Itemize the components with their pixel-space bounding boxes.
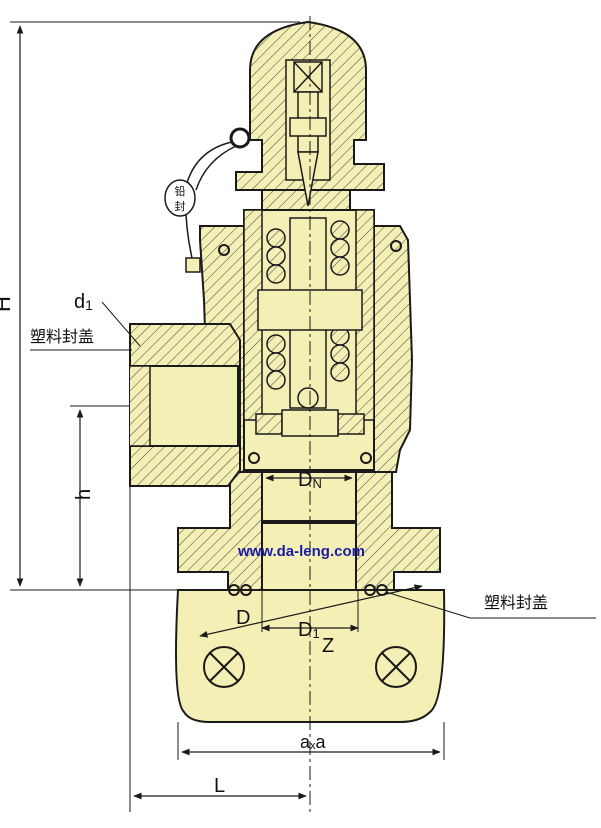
label-d1: d1 [74, 291, 93, 313]
spring-coils [266, 220, 350, 390]
dimension-D [199, 584, 423, 638]
website-url: www.da-leng.com [237, 543, 365, 560]
label-Z: Z [322, 635, 334, 657]
label-plastic-cap-right: 塑料封盖 [484, 593, 548, 612]
label-h: h [73, 489, 95, 500]
label-D: D [236, 607, 250, 629]
lock-nut [289, 117, 327, 137]
valve-ball [297, 387, 319, 409]
inlet-bore [261, 469, 357, 591]
label-axa: axa [300, 732, 327, 752]
seat-seal-left [255, 413, 283, 435]
label-H: H [0, 296, 15, 312]
seat-seal-right [337, 413, 365, 435]
label-plastic-cap-left: 塑料封盖 [30, 327, 94, 346]
lead-seal-ring [229, 127, 251, 149]
lead-seal-tag [164, 179, 196, 217]
seal-tag-char-top: 铅 [175, 184, 186, 198]
label-DN: DN [298, 469, 322, 491]
seal-tag-char-bottom: 封 [175, 199, 186, 213]
label-L: L [214, 775, 225, 797]
label-D1: D1 [298, 619, 320, 641]
